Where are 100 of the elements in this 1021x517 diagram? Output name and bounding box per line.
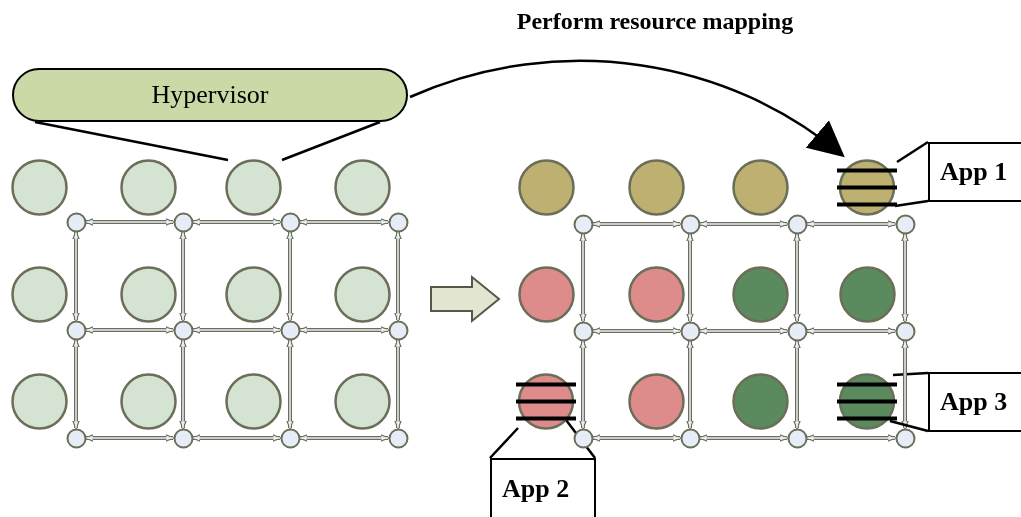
router-node — [572, 320, 594, 342]
core-circle — [731, 158, 789, 216]
router-node — [894, 427, 916, 449]
router-node — [894, 213, 916, 235]
core-circle — [333, 158, 391, 216]
link-arrow — [84, 434, 175, 442]
leader-line — [34, 120, 229, 162]
diagram-title: Perform resource mapping — [515, 8, 795, 35]
core-circle — [731, 372, 789, 430]
curved-arrow — [409, 59, 845, 158]
callout-box — [928, 142, 1021, 202]
router-node — [172, 319, 194, 341]
core-circle — [119, 372, 177, 430]
core-circle — [10, 265, 68, 323]
link-arrow — [805, 220, 897, 228]
leader-line — [489, 427, 519, 459]
router-node — [279, 211, 301, 233]
callout-text: Hypervisor — [151, 80, 269, 110]
core-circle — [627, 372, 685, 430]
link-arrow — [84, 326, 175, 334]
core-circle — [517, 158, 575, 216]
core-circle — [224, 265, 282, 323]
mapped-core-circle — [836, 158, 898, 216]
core-circle — [838, 265, 896, 323]
link-arrow — [191, 218, 282, 226]
link-arrow — [72, 338, 80, 430]
link-arrow — [793, 339, 801, 430]
core-circle — [119, 158, 177, 216]
core-circle — [731, 265, 789, 323]
link-arrow — [286, 338, 294, 430]
link-arrow — [298, 218, 390, 226]
core-circle — [10, 372, 68, 430]
link-arrow — [298, 434, 390, 442]
link-arrow — [394, 338, 402, 430]
core-circle — [224, 372, 282, 430]
callout-text: App 3 — [940, 387, 1008, 417]
link-arrow — [286, 230, 294, 322]
router-node — [65, 427, 87, 449]
callout-text: App 1 — [940, 157, 1008, 187]
router-node — [279, 427, 301, 449]
router-node — [679, 213, 701, 235]
leader-line — [894, 199, 929, 208]
link-arrow — [179, 230, 187, 322]
router-node — [572, 213, 594, 235]
link-arrow — [579, 339, 587, 430]
link-arrow — [591, 220, 682, 228]
router-node — [172, 211, 194, 233]
router-node — [279, 319, 301, 341]
link-arrow — [298, 326, 390, 334]
router-node — [387, 319, 409, 341]
link-arrow — [72, 230, 80, 322]
mapped-core-circle — [836, 372, 898, 430]
callout-box — [928, 372, 1021, 432]
leader-line — [281, 120, 381, 162]
link-arrow — [698, 434, 789, 442]
router-node — [65, 211, 87, 233]
link-arrow — [686, 339, 694, 430]
router-node — [387, 427, 409, 449]
core-circle — [627, 158, 685, 216]
router-node — [387, 211, 409, 233]
router-node — [786, 427, 808, 449]
router-node — [786, 213, 808, 235]
link-arrow — [805, 434, 897, 442]
callout-text: App 2 — [502, 474, 570, 504]
callout-bubble — [12, 68, 408, 122]
link-arrow — [698, 220, 789, 228]
link-arrow — [591, 434, 682, 442]
link-arrow — [901, 232, 909, 323]
router-node — [679, 427, 701, 449]
mapped-core-circle — [515, 372, 577, 430]
link-arrow — [698, 327, 789, 335]
core-circle — [333, 372, 391, 430]
router-node — [572, 427, 594, 449]
router-node — [894, 320, 916, 342]
router-node — [679, 320, 701, 342]
core-circle — [119, 265, 177, 323]
leader-line — [896, 140, 929, 164]
link-arrow — [179, 338, 187, 430]
callout-box — [490, 458, 596, 517]
link-arrow — [84, 218, 175, 226]
leader-line — [892, 371, 929, 377]
leader-line — [889, 419, 929, 433]
link-arrow — [686, 232, 694, 323]
link-arrow — [901, 339, 909, 430]
link-arrow — [591, 327, 682, 335]
core-circle — [10, 158, 68, 216]
core-circle — [333, 265, 391, 323]
link-arrow — [394, 230, 402, 322]
leader-line — [565, 419, 596, 459]
link-arrow — [191, 434, 282, 442]
link-arrow — [191, 326, 282, 334]
core-circle — [627, 265, 685, 323]
router-node — [65, 319, 87, 341]
core-circle — [517, 265, 575, 323]
link-arrow — [793, 232, 801, 323]
router-node — [786, 320, 808, 342]
core-circle — [224, 158, 282, 216]
link-arrow — [579, 232, 587, 323]
router-node — [172, 427, 194, 449]
link-arrow — [805, 327, 897, 335]
